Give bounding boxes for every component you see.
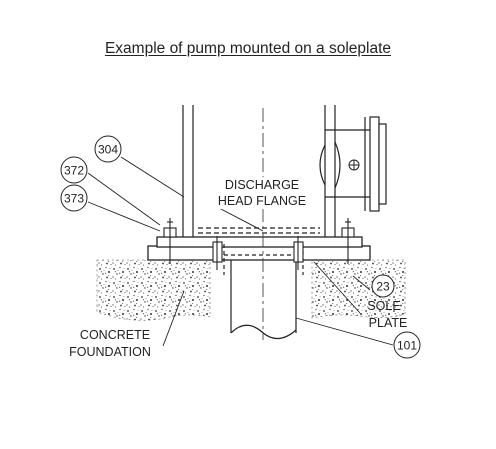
anchor-bolt-right xyxy=(341,218,355,264)
outlet-bolt-icon xyxy=(348,159,360,171)
callout-372: 372 xyxy=(60,156,88,184)
discharge-head-flange xyxy=(156,236,363,248)
diagram-title: Example of pump mounted on a soleplate xyxy=(104,40,392,57)
anchor-bolt-left xyxy=(163,218,177,264)
svg-text:23: 23 xyxy=(376,280,390,294)
concrete-foundation-left xyxy=(96,259,211,321)
column-pipe xyxy=(223,244,304,340)
callout-304: 304 xyxy=(94,135,122,163)
svg-text:304: 304 xyxy=(98,143,118,157)
sole-plate xyxy=(147,245,371,261)
concrete-foundation-right xyxy=(311,259,406,319)
sole-label-line1: SOLE xyxy=(367,299,400,313)
leader-lines xyxy=(87,156,394,347)
callout-373: 373 xyxy=(60,184,88,212)
sole-label-line2: PLATE xyxy=(369,316,408,330)
callout-101: 101 xyxy=(393,331,421,359)
discharge-head-body xyxy=(182,105,336,237)
flange-bolt-left xyxy=(212,236,223,270)
callout-23: 23 xyxy=(371,274,395,298)
discharge-label-line2: HEAD FLANGE xyxy=(218,194,306,208)
discharge-label-line1: DISCHARGE xyxy=(225,178,299,192)
svg-text:101: 101 xyxy=(397,339,417,353)
svg-text:373: 373 xyxy=(64,192,84,206)
concrete-label-line2: FOUNDATION xyxy=(69,345,151,359)
svg-text:372: 372 xyxy=(64,164,84,178)
concrete-label-line1: CONCRETE xyxy=(80,328,150,342)
discharge-outlet xyxy=(319,116,387,212)
flange-bolt-right xyxy=(293,236,304,270)
